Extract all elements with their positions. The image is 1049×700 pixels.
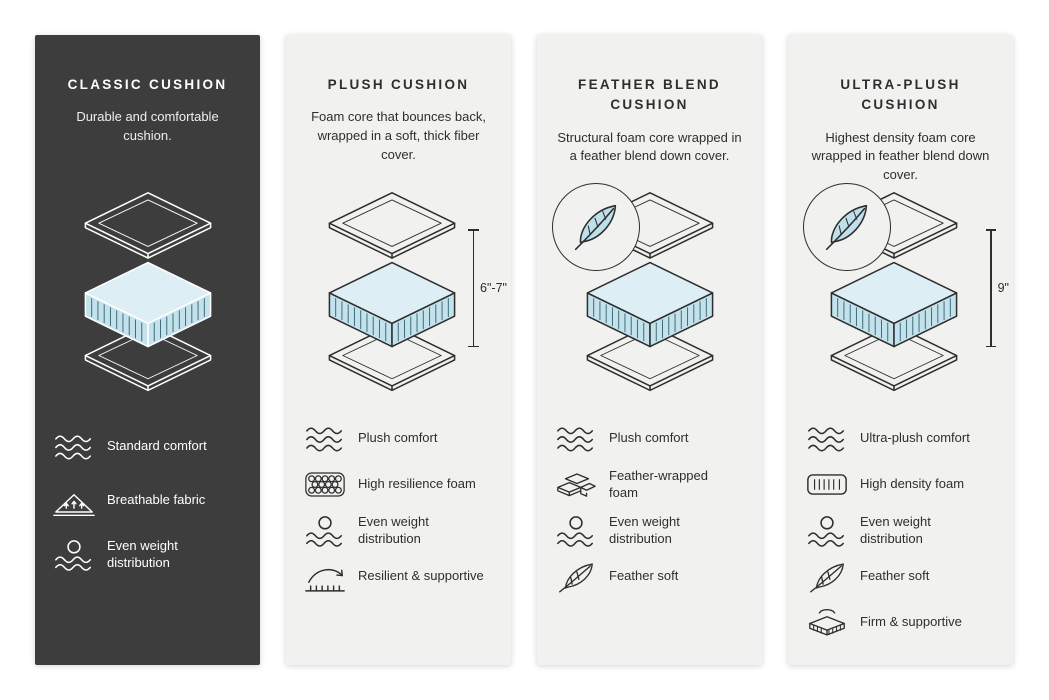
card-header: FEATHER BLEND CUSHION Structural foam co… [554, 75, 745, 173]
card-header: PLUSH CUSHION Foam core that bounces bac… [303, 75, 494, 173]
feature-list: Plush comfort Feather-wrapped foam Even … [554, 421, 745, 594]
even-weight-icon [554, 513, 598, 548]
feature-list: Ultra-plush comfort High density foam Ev… [805, 421, 996, 640]
feature-row: Even weight distribution [303, 513, 494, 548]
feature-label: Even weight distribution [358, 513, 429, 546]
feature-row: Feather soft [805, 559, 996, 594]
feature-label: Even weight distribution [107, 537, 178, 570]
firm-supportive-icon [805, 605, 849, 640]
feature-row: Plush comfort [554, 421, 745, 456]
feature-row: Even weight distribution [805, 513, 996, 548]
feature-row: Standard comfort [52, 429, 243, 464]
cushion-layers-illustration [72, 191, 224, 395]
feature-label: Even weight distribution [860, 513, 931, 546]
feature-row: Ultra-plush comfort [805, 421, 996, 456]
dimension-label: 9" [997, 281, 1009, 295]
dimension-label: 6"-7" [480, 281, 507, 295]
feature-label: High density foam [860, 476, 965, 492]
height-dimension: 6"-7" [469, 229, 507, 347]
card-description: Structural foam core wrapped in a feathe… [557, 129, 742, 164]
feature-label: Resilient & supportive [358, 568, 484, 584]
feature-label: Breathable fabric [107, 492, 206, 508]
feature-row: Feather-wrapped foam [554, 467, 745, 502]
feature-row: Firm & supportive [805, 605, 996, 640]
card-plush-cushion: PLUSH CUSHION Foam core that bounces bac… [286, 35, 511, 665]
feature-label: Feather soft [860, 568, 930, 584]
feature-label: Firm & supportive [860, 614, 962, 630]
card-feather-blend-cushion: FEATHER BLEND CUSHION Structural foam co… [537, 35, 762, 665]
card-title: ULTRA-PLUSH CUSHION [840, 77, 961, 113]
foam-bubbles-icon [303, 467, 347, 502]
cushion-layers-illustration [574, 191, 726, 395]
card-classic-cushion: CLASSIC CUSHION Durable and comfortable … [35, 35, 260, 665]
height-dimension: 9" [986, 229, 1009, 347]
feather-icon [554, 559, 598, 594]
card-description: Highest density foam core wrapped in fea… [811, 129, 990, 183]
feature-row: Even weight distribution [52, 537, 243, 572]
cushion-diagram [552, 183, 745, 397]
card-description: Foam core that bounces back, wrapped in … [311, 109, 486, 162]
breathable-icon [52, 483, 96, 518]
high-density-foam-icon [805, 467, 849, 502]
feather-magnifier-badge [803, 183, 891, 271]
card-header: ULTRA-PLUSH CUSHION Highest density foam… [805, 75, 996, 182]
feature-label: Standard comfort [107, 438, 207, 454]
cushion-diagram: 6"-7" [303, 185, 507, 397]
feature-row: Resilient & supportive [303, 559, 494, 594]
cushion-diagram: 9" [803, 183, 1009, 397]
card-title: FEATHER BLEND CUSHION [578, 77, 721, 113]
feather-magnifier-badge [552, 183, 640, 271]
resilient-spring-icon [303, 559, 347, 594]
card-title: CLASSIC CUSHION [67, 77, 228, 92]
feature-label: Even weight distribution [609, 513, 680, 546]
feature-row: Even weight distribution [554, 513, 745, 548]
card-header: CLASSIC CUSHION Durable and comfortable … [52, 75, 243, 173]
feature-label: Ultra-plush comfort [860, 430, 970, 446]
feature-label: Plush comfort [609, 430, 689, 446]
card-description: Durable and comfortable cushion. [76, 109, 219, 144]
cushion-diagram [52, 185, 243, 397]
feature-row: Breathable fabric [52, 483, 243, 518]
waves-icon [554, 421, 598, 456]
feature-row: Plush comfort [303, 421, 494, 456]
feather-wrapped-foam-icon [554, 467, 598, 502]
feature-row: High density foam [805, 467, 996, 502]
cushion-layers-illustration [316, 191, 468, 395]
waves-icon [52, 429, 96, 464]
feather-icon [825, 204, 868, 251]
dimension-line [986, 229, 995, 347]
feather-icon [805, 559, 849, 594]
feature-label: High resilience foam [358, 476, 476, 492]
waves-icon [805, 421, 849, 456]
feature-label: Plush comfort [358, 430, 438, 446]
feature-label: Feather-wrapped foam [609, 467, 708, 500]
feature-row: High resilience foam [303, 467, 494, 502]
waves-icon [303, 421, 347, 456]
feature-label: Feather soft [609, 568, 679, 584]
feather-icon [574, 204, 617, 251]
dimension-line [469, 229, 478, 347]
card-ultra-plush-cushion: ULTRA-PLUSH CUSHION Highest density foam… [788, 35, 1013, 665]
card-title: PLUSH CUSHION [327, 77, 470, 92]
feature-list: Standard comfort Breathable fabric Even … [52, 429, 243, 572]
even-weight-icon [805, 513, 849, 548]
even-weight-icon [52, 537, 96, 572]
feature-list: Plush comfort High resilience foam Even … [303, 421, 494, 594]
feature-row: Feather soft [554, 559, 745, 594]
even-weight-icon [303, 513, 347, 548]
